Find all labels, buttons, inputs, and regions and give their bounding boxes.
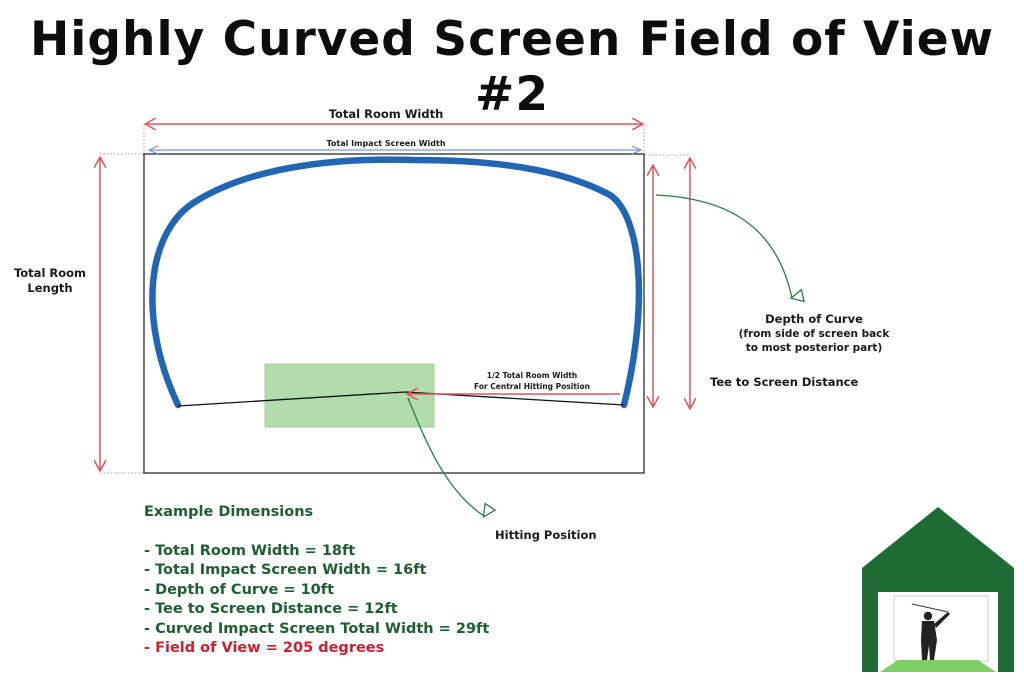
field-of-view-lines: [177, 391, 625, 407]
hitting-position-label: Hitting Position: [495, 528, 597, 542]
dimension-item: - Total Impact Screen Width = 16ft: [144, 562, 427, 578]
dimension-item: - Curved Impact Screen Total Width = 29f…: [144, 620, 490, 637]
golfer-icon: [911, 603, 950, 660]
half-width-label-2: For Central Hitting Position: [474, 382, 590, 391]
half-width-label: 1/2 Total Room Width: [487, 371, 578, 380]
depth-of-curve-note-2: to most posterior part): [746, 342, 883, 354]
total-room-width-label: Total Room Width: [329, 107, 444, 121]
curved-screen: [149, 156, 643, 409]
guide-lines: [100, 125, 690, 474]
field-of-view-result: - Field of View = 205 degrees: [144, 640, 385, 656]
depth-of-curve-note-1: (from side of screen back: [739, 328, 891, 340]
impact-screen-width-label: Total Impact Screen Width: [326, 139, 445, 148]
depth-of-curve-label: Depth of Curve: [765, 312, 863, 326]
example-dimensions: Example Dimensions - Total Room Width = …: [144, 503, 489, 659]
dimension-item: - Tee to Screen Distance = 12ft: [144, 601, 398, 617]
dimension-item: - Depth of Curve = 10ft: [144, 581, 335, 598]
depth-of-curve-callout: [655, 194, 792, 298]
example-dimensions-heading: Example Dimensions: [144, 504, 314, 520]
golf-simulator-garage-logo: [862, 507, 1014, 672]
total-room-length-label: Total Room: [14, 266, 86, 280]
hitting-position-callout: [407, 397, 484, 516]
dimension-item: - Total Room Width = 18ft: [144, 542, 356, 559]
page-title: Highly Curved Screen Field of View #2: [29, 12, 995, 122]
tee-to-screen-label: Tee to Screen Distance: [710, 375, 858, 389]
total-room-length-label-2: Length: [27, 281, 72, 295]
